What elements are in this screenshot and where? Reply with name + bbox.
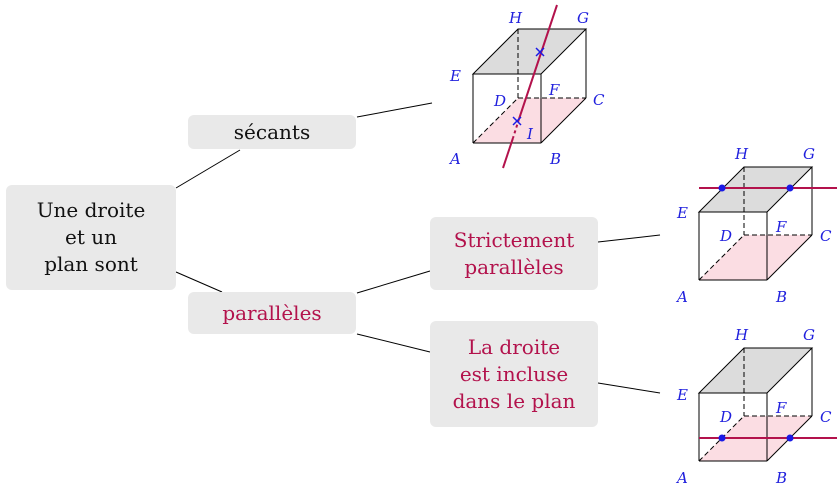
secants-label: sécants xyxy=(233,119,311,144)
label-B: B xyxy=(549,150,561,168)
label-E: E xyxy=(676,386,688,404)
label-D: D xyxy=(719,227,732,245)
label-H: H xyxy=(508,9,523,27)
label-E: E xyxy=(449,67,461,85)
secant-line-lower xyxy=(502,137,514,169)
paralleles-node: parallèles xyxy=(188,292,356,334)
point xyxy=(718,434,726,442)
top-face xyxy=(697,166,814,213)
strict-line-1: Strictement xyxy=(453,227,575,252)
connector-root-paralleles xyxy=(175,271,223,293)
label-A: A xyxy=(675,288,688,306)
label-F: F xyxy=(775,218,787,236)
connector-paralleles-strict xyxy=(356,270,431,294)
incluse-node: La droite est incluse dans le plan xyxy=(430,321,598,427)
bottom-face xyxy=(699,235,812,280)
strict-node: Strictement parallèles xyxy=(430,217,598,290)
label-C: C xyxy=(593,91,605,109)
label-H: H xyxy=(734,326,749,344)
top-face xyxy=(471,28,588,75)
connectors xyxy=(175,102,661,394)
secants-node: sécants xyxy=(188,115,356,149)
strict-line-2: parallèles xyxy=(464,254,564,279)
label-D: D xyxy=(493,92,506,110)
label-G: G xyxy=(803,145,815,163)
point xyxy=(718,184,726,192)
label-I: I xyxy=(526,125,534,143)
root-line-3: plan sont xyxy=(44,252,138,276)
paralleles-label: parallèles xyxy=(222,300,322,325)
label-F: F xyxy=(548,81,560,99)
connector-paralleles-incluse xyxy=(356,333,431,353)
label-H: H xyxy=(734,145,749,163)
label-E: E xyxy=(676,204,688,222)
cube-incluse: H G E F D C A B xyxy=(675,326,837,486)
label-C: C xyxy=(820,227,832,245)
cube-secants: H G E F D C I A B xyxy=(448,4,605,169)
incluse-line-2: est incluse xyxy=(459,361,569,386)
label-B: B xyxy=(775,288,787,306)
connector-root-secants xyxy=(175,149,241,189)
label-A: A xyxy=(448,150,461,168)
secant-line-upper xyxy=(518,4,558,120)
root-line-2: et un xyxy=(64,225,117,249)
root-node: Une droite et un plan sont xyxy=(6,185,176,290)
label-A: A xyxy=(675,469,688,486)
label-B: B xyxy=(775,469,787,486)
bottom-face xyxy=(473,98,586,143)
point xyxy=(786,184,794,192)
intersection-marks xyxy=(512,47,545,126)
connector-secants-cube xyxy=(356,102,433,118)
label-D: D xyxy=(719,408,732,426)
point xyxy=(786,434,794,442)
label-G: G xyxy=(577,9,589,27)
label-G: G xyxy=(803,326,815,344)
label-F: F xyxy=(775,399,787,417)
label-C: C xyxy=(820,408,832,426)
cube-strict: H G E F D C A B xyxy=(675,145,837,306)
incluse-line-1: La droite xyxy=(467,334,561,359)
root-line-1: Une droite xyxy=(36,198,146,222)
incluse-line-3: dans le plan xyxy=(452,388,576,413)
top-face xyxy=(697,347,814,394)
connector-incluse-cube xyxy=(597,382,661,394)
connector-strict-cube xyxy=(597,234,661,243)
